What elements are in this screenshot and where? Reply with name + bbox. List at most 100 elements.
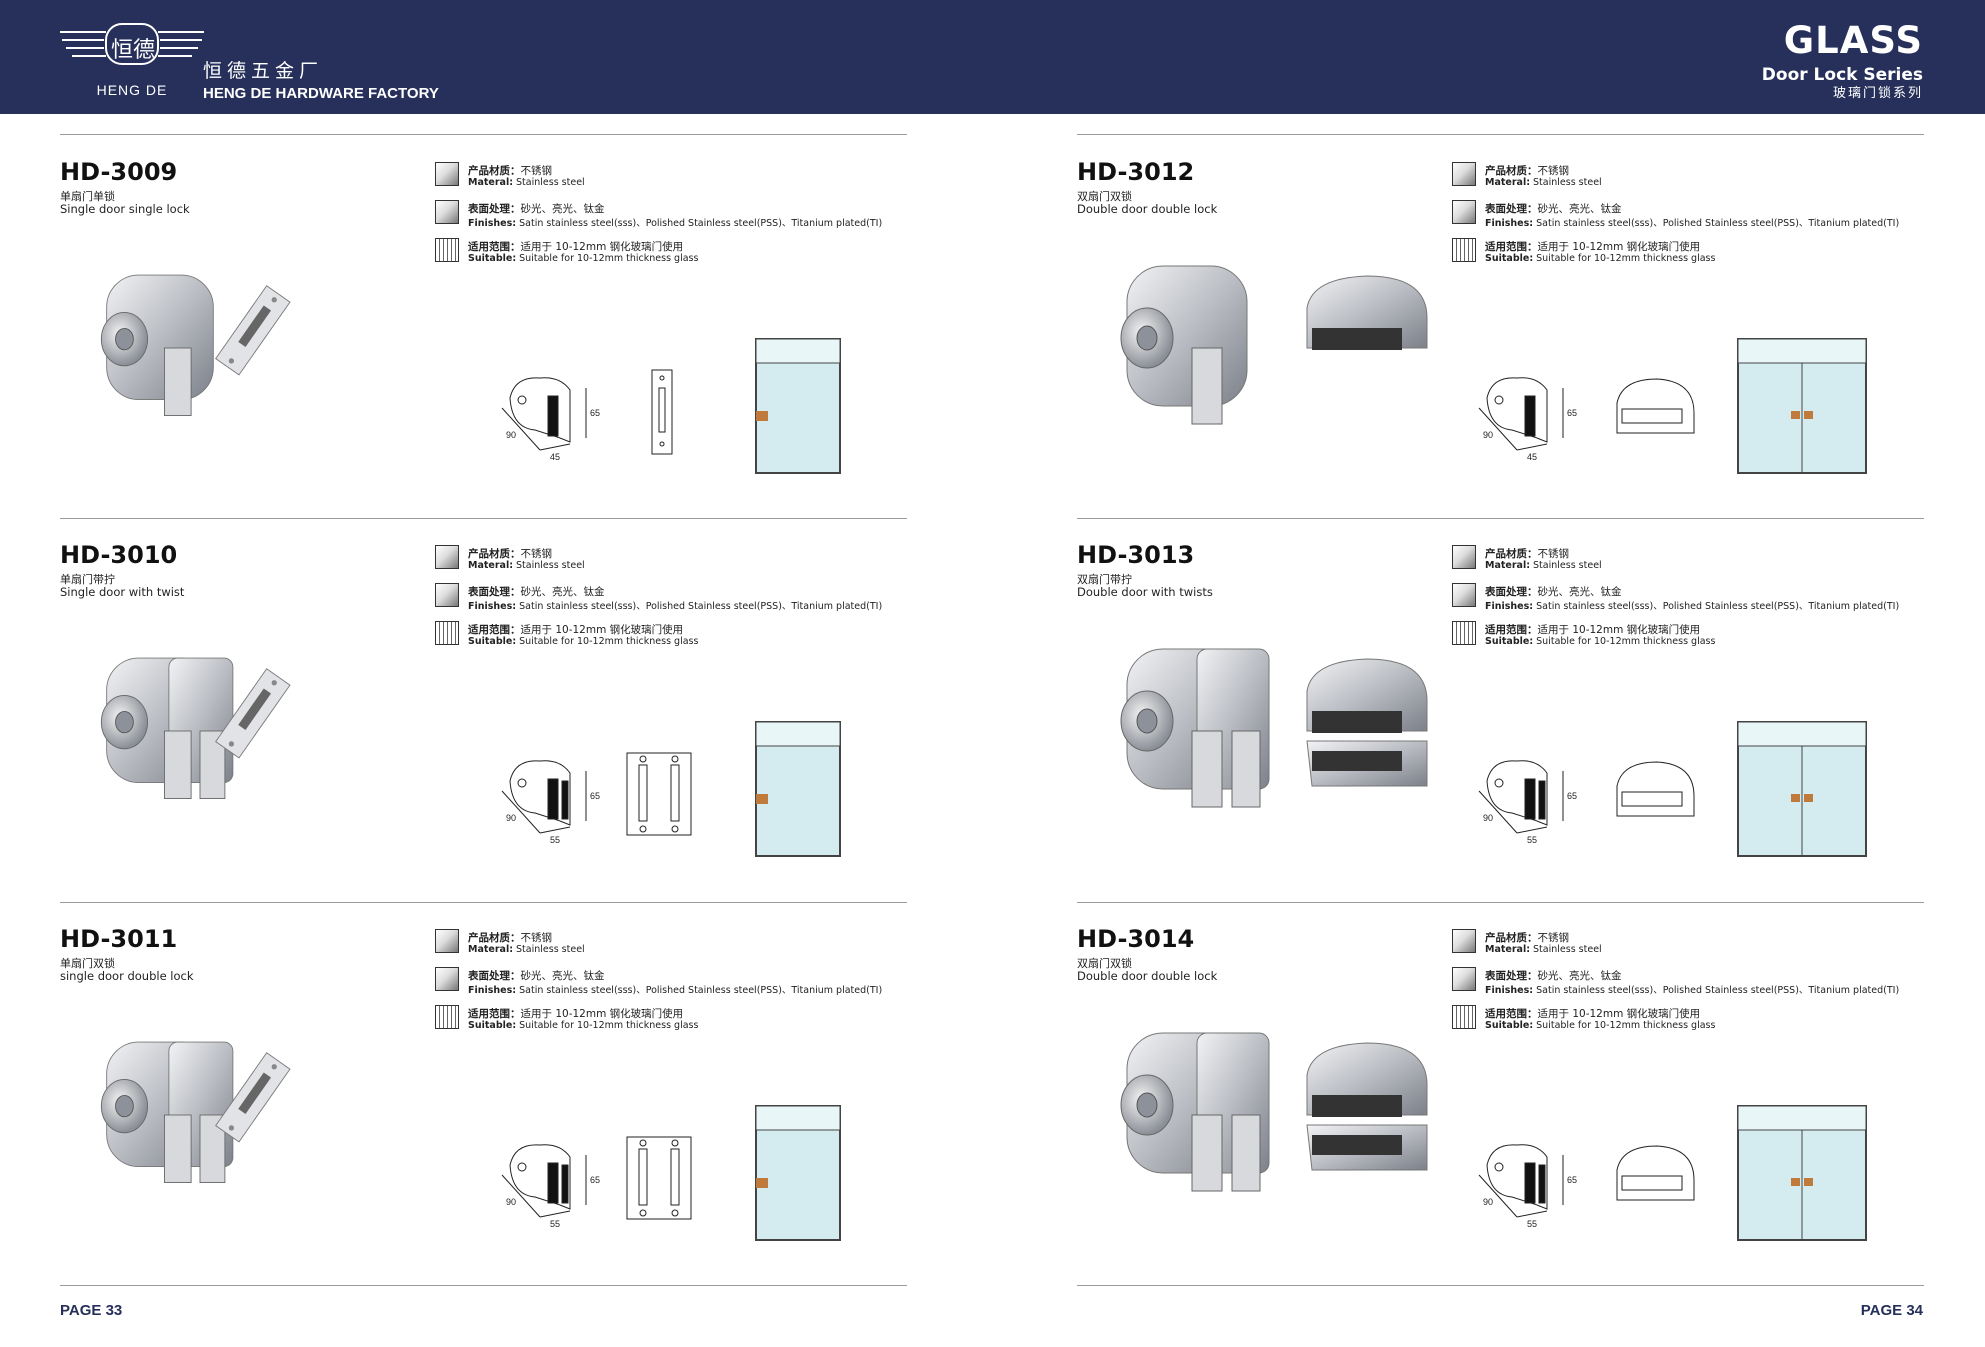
finish-icon — [435, 967, 459, 991]
suitable-cn: 适用于 10-12mm 钢化玻璃门使用 — [1537, 241, 1701, 253]
glass-door-diagram — [755, 338, 841, 474]
glass-door-diagram — [1737, 1105, 1867, 1241]
spec-finish: 表面处理：砂光、亮光、钛金 Finishes: Satin stainless … — [1452, 967, 1932, 997]
suitable-cn: 适用于 10-12mm 钢化玻璃门使用 — [520, 241, 684, 253]
divider — [1077, 1285, 1924, 1286]
spec-label: Materal: — [1485, 944, 1530, 955]
finish-cn: 砂光、亮光、钛金 — [1537, 586, 1622, 598]
finish-icon — [435, 583, 459, 607]
suitable-en: Suitable for 10-12mm thickness glass — [1536, 636, 1716, 647]
glass-door-diagram — [755, 721, 841, 857]
spec-finish: 表面处理：砂光、亮光、钛金 Finishes: Satin stainless … — [1452, 583, 1932, 613]
product-name-en: Single door single lock — [60, 202, 190, 216]
dim-label: 55 — [550, 1219, 560, 1229]
suitable-en: Suitable for 10-12mm thickness glass — [519, 253, 699, 264]
spec-label: 表面处理： — [468, 203, 521, 215]
finish-en: Satin stainless steel(sss)、Polished Stai… — [1536, 218, 1900, 229]
spec-label: 适用范围： — [468, 241, 521, 253]
series-title-block: GLASS Door Lock Series 玻璃门锁系列 — [1762, 20, 1923, 102]
series-subtitle: Door Lock Series — [1761, 65, 1923, 85]
product-card: HD-3014 双扇门双锁 Double door double lock 产品… — [1077, 905, 1925, 1265]
product-code: HD-3012 — [1077, 158, 1195, 186]
finish-cn: 砂光、亮光、钛金 — [1537, 970, 1622, 982]
material-en: Stainless steel — [516, 177, 585, 188]
divider — [1077, 134, 1924, 135]
spec-label: 表面处理： — [468, 970, 521, 982]
product-card: HD-3012 双扇门双锁 Double door double lock 产品… — [1077, 138, 1925, 498]
spec-finish: 表面处理：砂光、亮光、钛金 Finishes: Satin stainless … — [435, 200, 915, 230]
material-en: Stainless steel — [1533, 944, 1602, 955]
spec-label: Finishes: — [468, 985, 517, 996]
dim-label: 65 — [590, 1175, 600, 1185]
product-name-cn: 双扇门双锁 — [1077, 190, 1132, 203]
finish-en: Satin stainless steel(sss)、Polished Stai… — [519, 985, 883, 996]
door-icon — [435, 621, 459, 645]
series-subtitle-cn: 玻璃门锁系列 — [1832, 86, 1923, 101]
material-icon — [1452, 545, 1476, 569]
dimension-drawing — [1616, 378, 1695, 434]
spec-label: 适用范围： — [468, 624, 521, 636]
product-name-en: Double door with twists — [1077, 585, 1213, 599]
spec-label: 产品材质： — [468, 548, 521, 560]
door-icon — [1452, 621, 1476, 645]
material-en: Stainless steel — [516, 944, 585, 955]
heng-de-logo — [60, 23, 204, 65]
spec-suitable: 适用范围：适用于 10-12mm 钢化玻璃门使用 Suitable: Suita… — [1452, 621, 1932, 651]
divider — [1077, 518, 1924, 519]
finish-icon — [435, 200, 459, 224]
product-name-en: single door double lock — [60, 969, 194, 983]
brand-name-en: HENG DE HARDWARE FACTORY — [203, 85, 439, 102]
spec-label: Suitable: — [1485, 636, 1534, 647]
header-band: 恒德 HENG DE 恒德五金厂 HENG DE HARDWARE FACTOR… — [0, 0, 1985, 114]
divider — [60, 1285, 907, 1286]
dim-label: 90 — [506, 430, 516, 440]
dim-label: 55 — [1527, 835, 1537, 845]
spec-label: 适用范围： — [1485, 241, 1538, 253]
material-icon — [435, 545, 459, 569]
product-name-cn: 单扇门双锁 — [60, 957, 115, 970]
product-name-cn: 双扇门带拧 — [1077, 573, 1132, 586]
series-title: GLASS — [1783, 19, 1923, 62]
spec-label: 产品材质： — [468, 165, 521, 177]
product-code: HD-3010 — [60, 541, 178, 569]
product-name-en: Double door double lock — [1077, 969, 1218, 983]
spec-label: 适用范围： — [1485, 624, 1538, 636]
finish-en: Satin stainless steel(sss)、Polished Stai… — [519, 601, 883, 612]
spec-label: Suitable: — [468, 636, 517, 647]
dim-label: 90 — [506, 813, 516, 823]
dim-label: 65 — [590, 791, 600, 801]
strike-plate-drawing — [651, 369, 673, 455]
suitable-cn: 适用于 10-12mm 钢化玻璃门使用 — [1537, 1008, 1701, 1020]
dim-label: 90 — [506, 1197, 516, 1207]
strike-plate-drawing — [626, 752, 692, 836]
spec-label: Materal: — [468, 560, 513, 571]
door-icon — [1452, 1005, 1476, 1029]
material-cn: 不锈钢 — [520, 932, 553, 944]
product-card: HD-3010 单扇门带拧 Single door with twist 产品材… — [60, 521, 908, 881]
dimension-drawing: 90 55 65 — [501, 760, 600, 845]
spec-suitable: 适用范围：适用于 10-12mm 钢化玻璃门使用 Suitable: Suita… — [1452, 1005, 1932, 1035]
spec-label: 表面处理： — [1485, 586, 1538, 598]
strike-plate-drawing — [626, 1136, 692, 1220]
suitable-en: Suitable for 10-12mm thickness glass — [1536, 253, 1716, 264]
material-cn: 不锈钢 — [520, 548, 553, 560]
dim-label: 65 — [590, 408, 600, 418]
product-name-en: Double door double lock — [1077, 202, 1218, 216]
spec-finish: 表面处理：砂光、亮光、钛金 Finishes: Satin stainless … — [1452, 200, 1932, 230]
finish-icon — [1452, 583, 1476, 607]
material-cn: 不锈钢 — [1537, 165, 1570, 177]
material-icon — [1452, 162, 1476, 186]
dim-label: 55 — [1527, 1219, 1537, 1229]
spec-material: 产品材质：不锈钢 Materal: Stainless steel — [435, 162, 915, 192]
spec-suitable: 适用范围：适用于 10-12mm 钢化玻璃门使用 Suitable: Suita… — [435, 621, 915, 651]
divider — [1077, 902, 1924, 903]
glass-door-diagram — [1737, 721, 1867, 857]
logo-mark-text: 恒德 — [110, 38, 155, 63]
spec-suitable: 适用范围：适用于 10-12mm 钢化玻璃门使用 Suitable: Suita… — [435, 238, 915, 268]
product-code: HD-3014 — [1077, 925, 1195, 953]
finish-icon — [1452, 967, 1476, 991]
dimension-drawing: 90 45 65 — [1478, 377, 1577, 462]
product-card: HD-3009 单扇门单锁 Single door single lock 产品… — [60, 138, 908, 498]
spec-label: Finishes: — [1485, 218, 1534, 229]
spec-label: 适用范围： — [468, 1008, 521, 1020]
